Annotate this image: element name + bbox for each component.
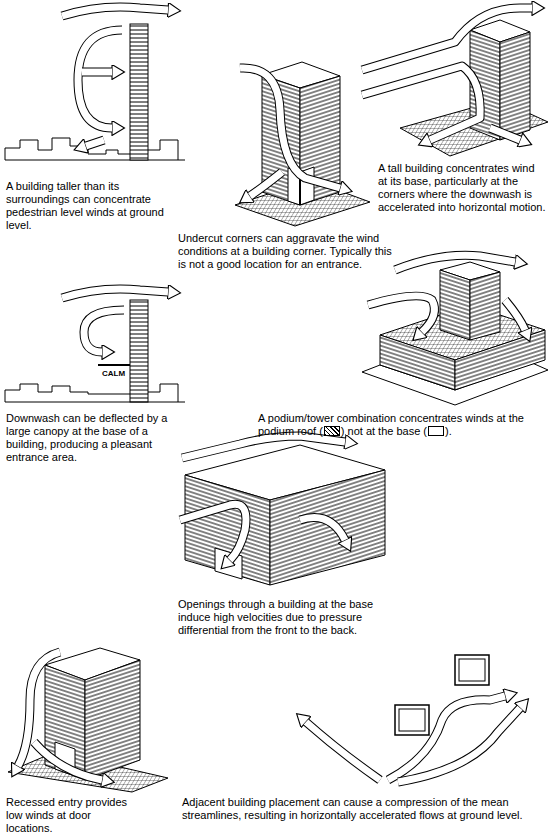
adjacent-buildings-sketch-part (306, 722, 380, 780)
canopy-sketch-part (62, 289, 168, 298)
tall-building-sketch-part (86, 140, 104, 146)
adjacent-buildings-sketch-part (398, 708, 520, 782)
adjacent-buildings-sketch-part (398, 708, 520, 782)
tower-base-sketch-part (362, 66, 480, 140)
tower-base-sketch (362, 8, 548, 156)
undercut-corner-sketch-part (240, 68, 340, 188)
caption-slot: A podium/tower combination concentrates … (258, 412, 546, 438)
base-opening-sketch-part (180, 504, 246, 560)
podium-tower-sketch-part (368, 296, 434, 332)
region-label: CALM (102, 369, 132, 378)
caption-segment: ) not at the base ( (341, 425, 445, 437)
tall-building-sketch-part (62, 7, 168, 16)
base-opening-sketch-part (182, 436, 345, 458)
podium-tower-sketch-part (380, 335, 455, 390)
adjacent-buildings-sketch-part (459, 659, 485, 681)
recessed-entry-sketch (8, 648, 168, 792)
tower-base-sketch-part (500, 32, 530, 140)
tower-base-sketch-part (490, 128, 520, 140)
adjacent-buildings-sketch-part (399, 709, 425, 731)
tall-building-sketch-part (78, 30, 122, 128)
podium-tower-sketch-part (440, 270, 470, 340)
caption-text: Undercut corners can aggravate the wind … (178, 232, 392, 271)
canopy-sketch-part (5, 384, 185, 402)
canopy-sketch-part (84, 310, 124, 352)
caption-text: A building taller than its surroundings … (6, 180, 178, 232)
caption-text: Openings through a building at the base … (178, 598, 394, 637)
caption-slot: Openings through a building at the base … (178, 598, 394, 637)
base-opening-sketch-part (180, 504, 246, 560)
tall-building-sketch-part (82, 68, 112, 77)
recessed-entry-sketch-part (34, 742, 102, 780)
base-opening-sketch-part (300, 518, 345, 541)
caption-slot: A tall building concentrates wind at its… (378, 162, 546, 214)
base-opening-sketch (180, 436, 385, 585)
base-opening-sketch-part (270, 470, 385, 585)
undercut-corner-sketch-part (250, 172, 282, 196)
caption-slot: CALM (102, 369, 132, 378)
canopy-sketch-part (130, 300, 148, 402)
canopy-sketch (5, 289, 185, 402)
caption-text: ). (445, 425, 452, 437)
tall-building-sketch-part (86, 140, 104, 146)
caption-text: Downwash can be deflected by a large can… (6, 412, 176, 464)
undercut-corner-sketch (235, 62, 370, 226)
canopy-sketch-part (84, 310, 124, 352)
tower-base-sketch-part (490, 128, 520, 140)
canopy-sketch-part (98, 364, 130, 366)
tall-building-sketch-part (62, 7, 168, 16)
tall-building-sketch (5, 7, 185, 160)
recessed-entry-sketch-part (85, 660, 140, 780)
podium-tower-sketch-part (395, 255, 515, 270)
adjacent-buildings-sketch-part (306, 722, 380, 780)
tall-building-sketch-part (82, 69, 112, 76)
base-opening-sketch-part (185, 475, 270, 585)
podium-tower-sketch-part (505, 300, 525, 330)
tower-base-sketch-part (362, 8, 532, 70)
canopy-sketch-part (62, 289, 168, 298)
tall-building-sketch-part (78, 30, 122, 128)
tower-base-sketch-part (362, 8, 532, 70)
plain-swatch (428, 426, 444, 436)
undercut-corner-sketch-part (250, 172, 282, 196)
undercut-corner-sketch-part (240, 68, 340, 188)
tower-base-sketch-part (362, 66, 480, 140)
podium-tower-sketch-part (395, 255, 515, 270)
podium-tower-sketch (362, 255, 548, 405)
caption-text: ) not at the base ( (341, 425, 427, 437)
podium-tower-sketch-part (505, 300, 525, 330)
caption-slot: Undercut corners can aggravate the wind … (178, 232, 392, 271)
caption-paragraph: A podium/tower combination concentrates … (258, 412, 546, 438)
base-opening-sketch-part (300, 518, 345, 541)
adjacent-buildings-sketch-part (395, 705, 429, 735)
tall-building-sketch-part (130, 24, 148, 160)
caption-text: Adjacent building placement can cause a … (182, 796, 542, 822)
base-opening-sketch-part (182, 436, 345, 458)
caption-segment: ). (445, 425, 452, 437)
recessed-entry-sketch-part (34, 742, 102, 780)
caption-slot: Downwash can be deflected by a large can… (6, 412, 176, 464)
caption-slot: Recessed entry provides low winds at doo… (6, 796, 134, 835)
tall-building-sketch-part (5, 138, 185, 160)
podium-tower-sketch-part (368, 296, 434, 332)
hatched-swatch (324, 426, 340, 436)
caption-slot: Adjacent building placement can cause a … (182, 796, 542, 822)
caption-text: Recessed entry provides low winds at doo… (6, 796, 134, 835)
caption-slot: A building taller than its surroundings … (6, 180, 178, 232)
caption-text: A tall building concentrates wind at its… (378, 162, 546, 214)
adjacent-buildings-sketch-part (455, 655, 489, 685)
adjacent-buildings-sketch (306, 655, 520, 782)
podium-tower-sketch-part (470, 272, 500, 340)
